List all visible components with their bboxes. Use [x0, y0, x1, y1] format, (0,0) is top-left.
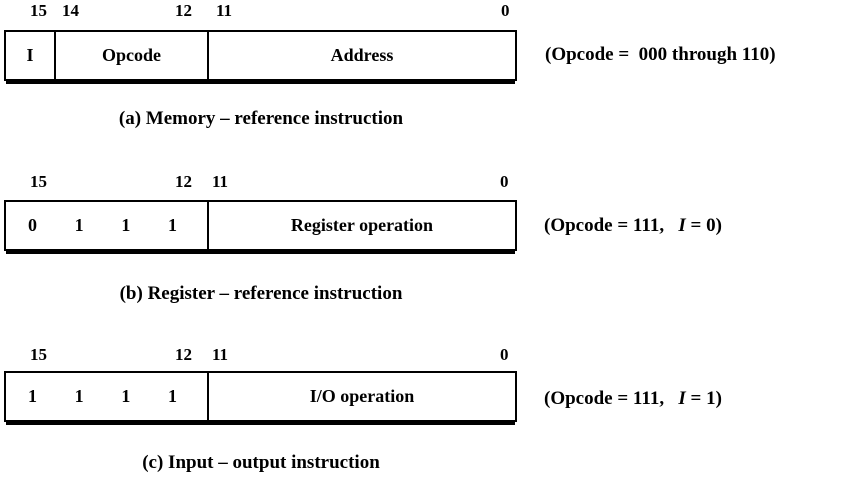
note-text: (Opcode = 000 through 110): [545, 44, 776, 65]
note-text: (Opcode = 111,: [544, 388, 679, 409]
note-text: = 0): [685, 215, 722, 236]
caption-c: (c) Input – output instruction: [142, 452, 380, 473]
field-opcode-bits: 0 1 1 1: [6, 202, 207, 249]
field-address: Address: [207, 32, 515, 79]
bit-value: 1: [167, 386, 177, 406]
instruction-word-box-a: I Opcode Address: [4, 30, 517, 81]
note-text: (Opcode = 111,: [544, 215, 679, 236]
bit-label-11: 11: [212, 172, 229, 191]
bit-label-12: 12: [175, 1, 192, 20]
bit-label-0: 0: [500, 345, 509, 364]
bit-label-15: 15: [30, 1, 47, 20]
caption-b: (b) Register – reference instruction: [119, 283, 403, 304]
field-register-operation: Register operation: [207, 202, 515, 249]
bit-label-11: 11: [212, 345, 229, 364]
bit-label-14: 14: [62, 1, 79, 20]
bit-label-15: 15: [30, 345, 47, 364]
opcode-note-a: (Opcode = 000 through 110): [545, 44, 776, 66]
instruction-word-box-c: 1 1 1 1 I/O operation: [4, 371, 517, 422]
bit-label-12: 12: [175, 172, 192, 191]
note-text: = 1): [685, 388, 722, 409]
bit-value: 0: [28, 215, 37, 235]
bit-value: 1: [121, 386, 131, 406]
opcode-note-b: (Opcode = 111, I = 0): [544, 215, 722, 237]
bit-value: 1: [74, 215, 84, 235]
instruction-word-box-b: 0 1 1 1 Register operation: [4, 200, 517, 251]
opcode-note-c: (Opcode = 111, I = 1): [544, 388, 722, 410]
field-indirect-bit: I: [6, 32, 54, 79]
field-label: Opcode: [101, 45, 161, 65]
field-opcode-bits: 1 1 1 1: [6, 373, 207, 420]
bit-label-15: 15: [30, 172, 47, 191]
field-io-operation: I/O operation: [207, 373, 515, 420]
field-label: Register operation: [290, 215, 434, 235]
note-variable: I: [678, 215, 686, 236]
bit-value: 1: [167, 215, 177, 235]
field-label: I: [26, 45, 34, 65]
bit-value: 1: [28, 386, 37, 406]
caption-a: (a) Memory – reference instruction: [118, 108, 404, 129]
bit-label-0: 0: [500, 172, 509, 191]
field-label: I/O operation: [309, 386, 415, 406]
field-opcode: Opcode: [54, 32, 207, 79]
field-label: Address: [330, 45, 394, 65]
bit-label-12: 12: [175, 345, 192, 364]
bit-value: 1: [121, 215, 131, 235]
bit-label-0: 0: [501, 1, 510, 20]
bit-value: 1: [74, 386, 84, 406]
bit-label-11: 11: [216, 1, 233, 20]
note-variable: I: [678, 388, 686, 409]
